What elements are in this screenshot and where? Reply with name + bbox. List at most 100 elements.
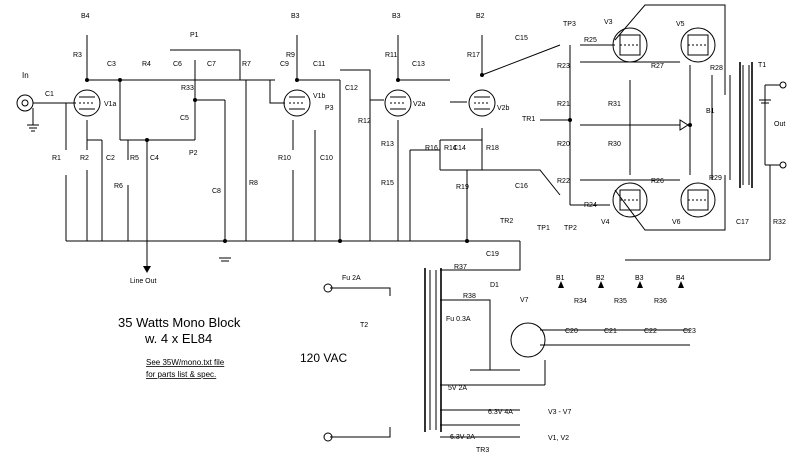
resistor-label-r22: R22 [557, 178, 570, 185]
resistor-label-r23: R23 [557, 63, 570, 70]
resistor-label-r32: R32 [773, 219, 786, 226]
input-jack [16, 94, 34, 112]
rail-label-b1-psu: B1 [556, 275, 565, 282]
diode-label-d1: D1 [490, 282, 499, 289]
rail-label-b3-psu: B3 [635, 275, 644, 282]
resistor-label-r29: R29 [709, 175, 722, 182]
pot-label-p3: P3 [325, 105, 334, 112]
capacitor-label-c11: C11 [313, 61, 325, 68]
capacitor-label-c3: C3 [107, 61, 116, 68]
schematic-subtitle: w. 4 x EL84 [144, 331, 212, 346]
resistor-label-r27: R27 [651, 63, 664, 70]
capacitor-label-c19: C19 [486, 251, 499, 258]
rail-label-b4: B4 [81, 13, 90, 20]
pot-label-p2: P2 [189, 150, 198, 157]
resistor-label-r31: R31 [608, 101, 621, 108]
capacitor-label-c15: C15 [515, 35, 528, 42]
test-point-label-tp1: TP1 [537, 225, 550, 232]
capacitor-label-c22: C22 [644, 328, 657, 335]
capacitor-label-c14: C14 [453, 145, 466, 152]
capacitor-label-c13: C13 [412, 61, 425, 68]
capacitor-label-c10: C10 [320, 155, 333, 162]
resistor-label-r8: R8 [249, 180, 258, 187]
tube-v2a [384, 89, 412, 117]
capacitor-label-c21: C21 [604, 328, 617, 335]
capacitor-label-c7: C7 [207, 61, 216, 68]
resistor-label-r11: R11 [385, 52, 397, 59]
tube-v5 [680, 27, 716, 63]
resistor-label-r25: R25 [584, 37, 597, 44]
resistor-label-r24: R24 [584, 202, 597, 209]
tube-label-v2b: V2b [497, 105, 510, 112]
rail-label-b2: B2 [476, 13, 485, 20]
winding-label-rect-heater: 5V 2A [448, 385, 467, 392]
resistor-label-r37: R37 [454, 264, 467, 271]
resistor-labels: R1 R2 R3 R4 R5 R6 R7 R8 R9 R10 R11 R12 R… [52, 37, 786, 305]
heater-feed-label-pre: V1, V2 [548, 435, 569, 442]
resistor-label-r38: R38 [463, 293, 476, 300]
resistor-label-r10: R10 [278, 155, 291, 162]
resistor-label-r30: R30 [608, 141, 621, 148]
resistor-label-r12: R12 [358, 118, 371, 125]
title-block: 35 Watts Mono Block w. 4 x EL84 See 35W/… [118, 315, 347, 379]
resistor-label-r19: R19 [456, 184, 469, 191]
fuse-label-ht: Fu 0.3A [446, 316, 471, 323]
line-out-arrow [143, 266, 151, 273]
capacitor-label-c6: C6 [173, 61, 182, 68]
wiring [32, 4, 780, 438]
resistor-label-r33: R33 [181, 85, 194, 92]
capacitor-label-c17: C17 [736, 219, 749, 226]
tube-label-v4: V4 [601, 219, 610, 226]
pot-label-p1: P1 [190, 32, 199, 39]
output-label: Out [774, 121, 785, 128]
capacitor-label-c12: C12 [345, 85, 358, 92]
tube-label-v7: V7 [520, 297, 529, 304]
resistor-label-r14: R14 [444, 145, 457, 152]
resistor-label-r16: R16 [425, 145, 438, 152]
rail-label-b2-psu: B2 [596, 275, 605, 282]
output-terminal-ground [779, 161, 787, 169]
b1-arrow [679, 119, 689, 131]
rail-label-b4-psu: B4 [676, 275, 685, 282]
resistor-label-r28: R28 [710, 65, 723, 72]
line-out-label: Line Out [130, 278, 157, 285]
tube-v1a [73, 89, 101, 117]
tube-v1b [283, 89, 311, 117]
tube-v2b [468, 89, 496, 117]
capacitor-label-c16: C16 [515, 183, 528, 190]
resistor-label-r7: R7 [242, 61, 251, 68]
rail-label-b3-b: B3 [392, 13, 401, 20]
resistor-label-r18: R18 [486, 145, 499, 152]
rail-label-b3-a: B3 [291, 13, 300, 20]
capacitor-label-c1: C1 [45, 91, 54, 98]
test-point-label-tp2: TP2 [564, 225, 577, 232]
tube-label-v3: V3 [604, 19, 613, 26]
transformer-label-tr3: TR3 [476, 447, 489, 454]
fuse-label-mains: Fu 2A [342, 275, 361, 282]
capacitor-label-c8: C8 [212, 188, 221, 195]
transformer-label-t2: T2 [360, 322, 368, 329]
resistor-label-r4: R4 [142, 61, 151, 68]
output-terminal-hot [779, 81, 787, 89]
tube-v3 [612, 27, 648, 63]
resistor-label-r1: R1 [52, 155, 61, 162]
tube-label-v2a: V2a [413, 101, 426, 108]
tube-label-v1a: V1a [104, 101, 117, 108]
resistor-label-r13: R13 [381, 141, 394, 148]
capacitor-label-c2: C2 [106, 155, 115, 162]
transformer-label-t1: T1 [758, 62, 766, 69]
capacitor-labels: C1 C2 C3 C4 C5 C6 C7 C8 C9 C10 C11 C12 C… [45, 35, 749, 335]
heater-feed-label-power: V3 - V7 [548, 409, 571, 416]
resistor-label-r15: R15 [381, 180, 394, 187]
resistor-label-r20: R20 [557, 141, 570, 148]
test-point-label-tp3: TP3 [563, 21, 576, 28]
schematic-title: 35 Watts Mono Block [118, 315, 241, 330]
transformer-label-tr1: TR1 [522, 116, 535, 123]
parts-note-line2: for parts list & spec. [146, 370, 216, 379]
tube-label-v1b: V1b [313, 93, 326, 100]
resistor-label-r26: R26 [651, 178, 664, 185]
resistor-label-r6: R6 [114, 183, 123, 190]
capacitor-label-c23: C23 [683, 328, 696, 335]
transformer-label-tr2: TR2 [500, 218, 513, 225]
